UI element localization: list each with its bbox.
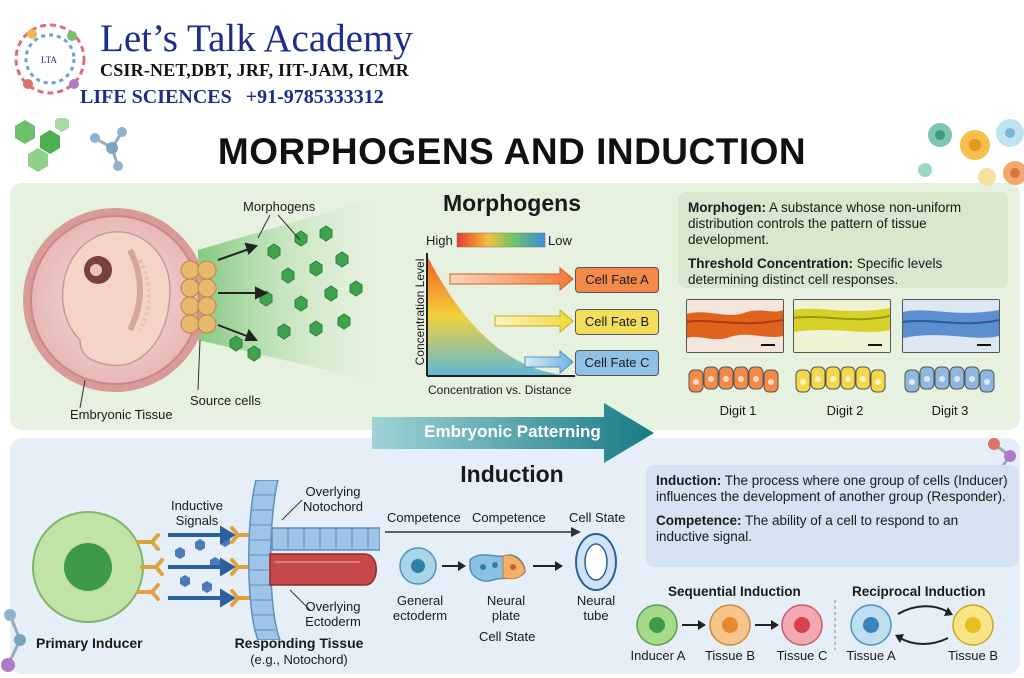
cell-nucleus: [860, 376, 866, 382]
cell-nucleus: [800, 379, 806, 385]
neural-development-sequence: [385, 527, 617, 591]
academy-phone: +91-9785333312: [245, 86, 384, 108]
threshold-term: Threshold Concentration:: [688, 256, 853, 271]
label-embryonic-tissue: Embryonic Tissue: [70, 407, 173, 422]
cell-fate-b: Cell Fate B: [575, 309, 659, 335]
cell-nucleus: [924, 376, 930, 382]
academy-contact: LIFE SCIENCES +91-9785333312: [80, 86, 384, 109]
competence-term: Competence:: [656, 513, 742, 528]
academy-subject: LIFE SCIENCES: [80, 86, 232, 108]
cell-nucleus: [830, 376, 836, 382]
inducer-a-label: Inducer A: [630, 648, 686, 663]
cell-state-label-bottom: Cell State: [479, 629, 536, 644]
threshold-text: Specific levels determining distinct cel…: [688, 256, 943, 287]
morphogen-text: A substance whose non-uniform distributi…: [688, 200, 962, 247]
gradient-low-label: Low: [548, 233, 572, 248]
responding-tissue-label: Responding Tissue: [234, 635, 364, 651]
digit-1-micrograph: [686, 299, 784, 353]
sequential-induction-heading: Sequential Induction: [668, 584, 801, 599]
cell-nucleus: [723, 376, 729, 382]
logo-text: LTA: [41, 55, 57, 65]
neural-tube-label: Neural tube: [576, 593, 616, 623]
academy-name: Let’s Talk Academy: [100, 17, 413, 60]
cell-nucleus: [984, 379, 990, 385]
embryonic-patterning-arrow: [372, 403, 654, 463]
cell-cluster-decoration-icon: [918, 119, 1024, 186]
competence-definition: Competence: The ability of a cell to res…: [656, 513, 1008, 545]
embryonic-patterning-label: Embryonic Patterning: [424, 422, 601, 441]
cell-nucleus: [753, 376, 759, 382]
neural-plate-label: Neural plate: [486, 593, 526, 623]
competence-label-1: Competence: [387, 510, 461, 525]
cell-fate-a: Cell Fate A: [575, 267, 659, 293]
digit-3-label: Digit 3: [931, 403, 969, 418]
tissue-b-label-rec: Tissue B: [947, 648, 999, 663]
inducer-responder-illustration: [32, 480, 380, 640]
morphogen-definition: Morphogen: A substance whose non-uniform…: [688, 200, 998, 248]
tissue-a-label: Tissue A: [846, 648, 896, 663]
induction-definition: Induction: The process where one group o…: [656, 473, 1008, 505]
induction-types-diagram: [636, 600, 994, 650]
cell-nucleus: [909, 379, 915, 385]
digit-1-label: Digit 1: [719, 403, 757, 418]
threshold-definition: Threshold Concentration: Specific levels…: [688, 256, 998, 288]
cell-nucleus: [875, 379, 881, 385]
morphogen-term: Morphogen:: [688, 200, 766, 215]
digit-2-label: Digit 2: [826, 403, 864, 418]
morphogen-definitions: Morphogen: A substance whose non-uniform…: [678, 192, 1008, 288]
induction-text: The process where one group of cells (In…: [656, 473, 1008, 504]
cell-nucleus: [939, 376, 945, 382]
responding-tissue-example: (e.g., Notochord): [250, 652, 348, 667]
cell-nucleus: [768, 379, 774, 385]
academy-exams: CSIR-NET,DBT, JRF, IIT-JAM, ICMR: [100, 60, 409, 80]
overlying-ectoderm-label: Overlying Ectoderm: [305, 599, 361, 629]
cell-nucleus: [708, 376, 714, 382]
digit-2-micrograph: [793, 299, 891, 353]
concentration-gradient-chart: [426, 232, 575, 377]
cell-nucleus: [815, 376, 821, 382]
cell-nucleus: [845, 376, 851, 382]
primary-inducer-label: Primary Inducer: [36, 635, 143, 651]
label-morphogens: Morphogens: [243, 199, 316, 214]
page-title: MORPHOGENS AND INDUCTION: [217, 131, 807, 172]
inductive-signals-label: Inductive Signals: [170, 498, 224, 528]
reciprocal-induction-heading: Reciprocal Induction: [852, 584, 986, 599]
morphogens-heading: Morphogens: [443, 190, 581, 216]
molecule-decoration-icon: [1, 609, 26, 672]
hexagon-decoration-icon: [15, 118, 127, 172]
cell-nucleus: [969, 376, 975, 382]
label-source-cells: Source cells: [190, 393, 261, 408]
y-axis-label: Concentration Level: [413, 258, 427, 366]
cell-nucleus: [954, 376, 960, 382]
x-axis-label: Concentration vs. Distance: [428, 383, 572, 397]
digit-2-cells: [795, 366, 886, 393]
induction-term: Induction:: [656, 473, 722, 488]
tissue-c-label: Tissue C: [776, 648, 828, 663]
digit-3-micrograph: [902, 299, 1000, 353]
overlying-notochord-label: Overlying Notochord: [303, 484, 363, 514]
cell-nucleus: [693, 379, 699, 385]
embryo-illustration: [23, 200, 370, 409]
cell-fate-c: Cell Fate C: [575, 350, 659, 376]
induction-heading: Induction: [460, 461, 564, 487]
induction-definitions: Induction: The process where one group o…: [646, 465, 1018, 567]
gradient-high-label: High: [426, 233, 453, 248]
tissue-b-label-seq: Tissue B: [704, 648, 756, 663]
competence-label-2: Competence: [472, 510, 546, 525]
competence-text: The ability of a cell to respond to an i…: [656, 513, 959, 544]
digit-1-cells: [688, 366, 779, 393]
general-ectoderm-label: General ectoderm: [392, 593, 448, 623]
digit-3-cells: [904, 366, 995, 393]
cell-nucleus: [738, 376, 744, 382]
cell-state-label-top: Cell State: [569, 510, 626, 525]
academy-logo: LTA: [14, 23, 86, 95]
